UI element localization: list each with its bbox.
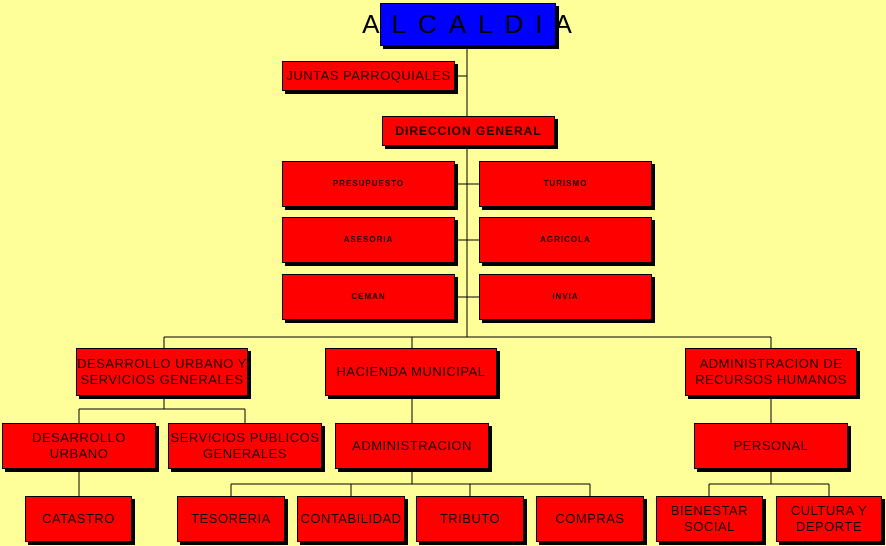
box-bienestar-social: BIENESTAR SOCIAL — [656, 496, 763, 542]
box-desarrollo-urbano-servicios: DESARROLLO URBANO Y SERVICIOS GENERALES — [76, 348, 248, 396]
box-turismo: TURISMO — [479, 161, 652, 207]
box-hacienda-municipal: HACIENDA MUNICIPAL — [325, 348, 497, 396]
box-ceman: CEMAN — [282, 274, 455, 320]
box-administracion-rrhh: ADMINISTRACION DE RECURSOS HUMANOS — [685, 348, 857, 396]
box-administracion: ADMINISTRACION — [335, 423, 489, 469]
box-personal: PERSONAL — [694, 423, 848, 469]
box-servicios-publicos: SERVICIOS PUBLICOS GENERALES — [168, 423, 322, 469]
box-invia: INVIA — [479, 274, 652, 320]
box-desarrollo-urbano: DESARROLLO URBANO — [2, 423, 156, 469]
box-compras: COMPRAS — [536, 496, 644, 542]
box-tesoreria: TESORERIA — [177, 496, 285, 542]
box-alcaldia: ALCALDIA — [362, 3, 572, 46]
box-agricola: AGRICOLA — [479, 217, 652, 263]
box-presupuesto: PRESUPUESTO — [282, 161, 455, 207]
box-contabilidad: CONTABILIDAD — [297, 496, 405, 542]
box-tributo: TRIBUTO — [416, 496, 524, 542]
box-juntas-parroquiales: JUNTAS PARROQUIALES — [282, 61, 455, 91]
box-direccion-general: DIRECCION GENERAL — [382, 116, 555, 146]
box-catastro: CATASTRO — [25, 496, 132, 542]
box-asesoria: ASESORIA — [282, 217, 455, 263]
box-cultura-deporte: CULTURA Y DEPORTE — [776, 496, 882, 542]
